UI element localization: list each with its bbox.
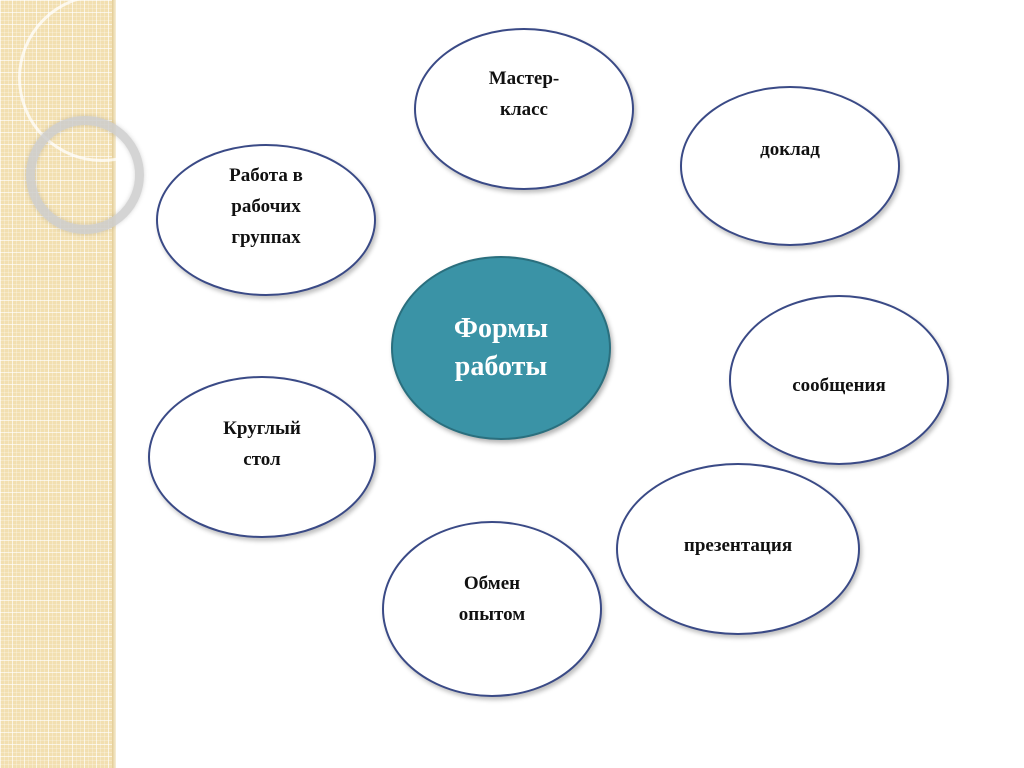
node-label: доклад xyxy=(760,138,820,160)
node-master-class: Мастер- класс xyxy=(414,28,634,190)
node-report: доклад xyxy=(680,86,900,246)
node-messages: сообщения xyxy=(729,295,949,465)
node-label: сообщения xyxy=(792,374,886,396)
node-label: Обмен опытом xyxy=(458,573,526,625)
node-label: Работа в рабочих группах xyxy=(229,164,303,248)
center-node-label: Формы работы xyxy=(453,313,549,382)
center-node: Формы работы xyxy=(391,256,611,440)
node-experience-exchange: Обмен опытом xyxy=(382,521,602,697)
side-strip-edge xyxy=(112,0,116,768)
node-presentation: презентация xyxy=(616,463,860,635)
decorative-ring-small xyxy=(26,116,144,234)
node-label: Мастер- класс xyxy=(488,68,560,120)
node-round-table: Круглый стол xyxy=(148,376,376,538)
node-group-work: Работа в рабочих группах xyxy=(156,144,376,296)
node-label: Круглый стол xyxy=(223,418,301,470)
node-label: презентация xyxy=(683,534,793,556)
